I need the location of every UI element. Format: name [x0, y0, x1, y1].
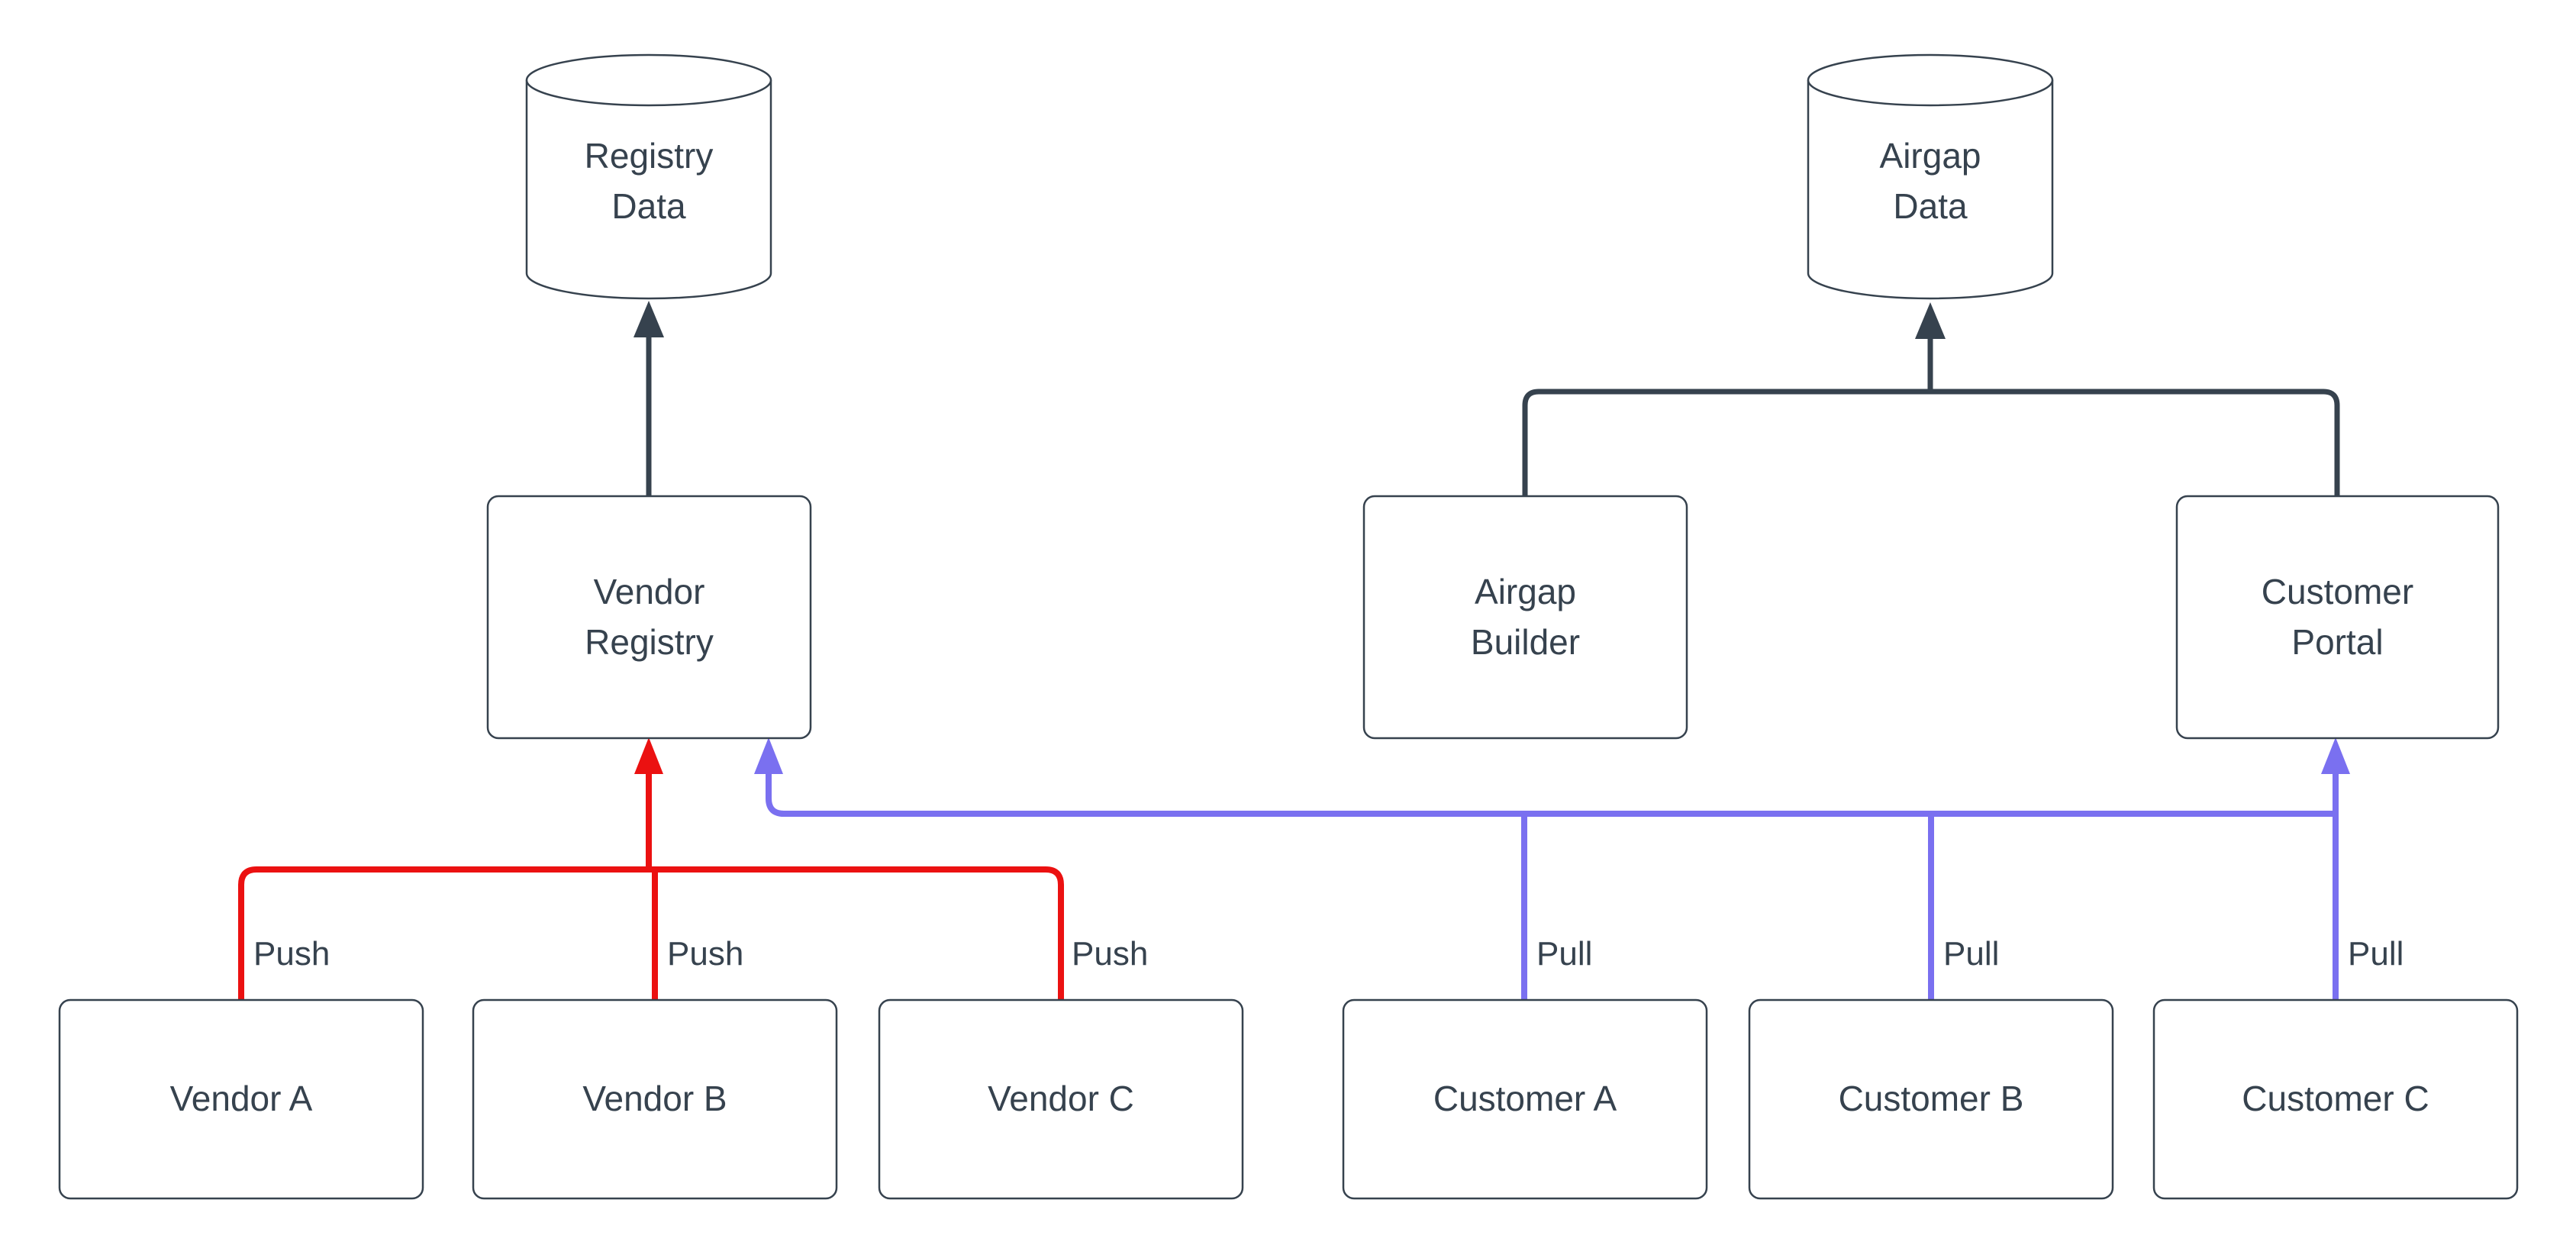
label-customer-c: Customer C [2154, 1000, 2517, 1198]
label-customer-c-text: Customer C [2242, 1079, 2429, 1119]
label-airgap-data: Airgap Data [1808, 99, 2052, 263]
label-vendor-registry-line2: Registry [585, 621, 714, 662]
edge-label-pull-customer-a: Pull [1536, 935, 1593, 973]
arrowhead-pull-into-customer-portal [2321, 737, 2350, 774]
node-vendor-c-box [878, 998, 1244, 1200]
label-vendor-a: Vendor A [60, 1000, 423, 1198]
label-vendor-a-text: Vendor A [169, 1079, 313, 1119]
node-vendor-b-box [472, 998, 838, 1200]
label-customer-portal-line1: Customer [2261, 572, 2414, 612]
arrowhead-into-registry-data [634, 301, 664, 337]
edge-label-push-vendor-b: Push [667, 935, 744, 973]
edge-label-pull-customer-b: Pull [1943, 935, 2000, 973]
label-vendor-b-text: Vendor B [582, 1079, 727, 1119]
label-vendor-registry-line1: Vendor [593, 572, 705, 612]
label-customer-portal-line2: Portal [2291, 621, 2384, 662]
node-customer-a-box [1342, 998, 1708, 1200]
cylinder-airgap-data-body [1807, 80, 2054, 300]
label-customer-a: Customer A [1343, 1000, 1707, 1198]
label-vendor-registry: Vendor Registry [488, 496, 811, 738]
edge-builder-portal-bus [1522, 389, 2340, 496]
label-customer-portal: Customer Portal [2177, 496, 2498, 738]
edge-push-bus [238, 866, 1064, 1000]
node-vendor-a-box [58, 998, 424, 1200]
cylinder-registry-data-body [525, 80, 772, 300]
label-airgap-builder-line2: Builder [1470, 621, 1581, 662]
edge-label-pull-customer-c: Pull [2348, 935, 2404, 973]
edge-label-push-vendor-c: Push [1072, 935, 1149, 973]
label-customer-b-text: Customer B [1838, 1079, 2024, 1119]
label-customer-a-text: Customer A [1433, 1079, 1617, 1119]
label-vendor-c-text: Vendor C [988, 1079, 1134, 1119]
node-customer-c-box [2152, 998, 2519, 1200]
arrowhead-pull-into-vendor-registry [754, 737, 783, 774]
node-customer-b-box [1748, 998, 2114, 1200]
node-vendor-registry-box [486, 495, 812, 740]
node-customer-portal-box [2175, 495, 2500, 740]
label-registry-data: Registry Data [527, 99, 771, 263]
label-registry-data-line1: Registry [584, 136, 714, 176]
edge-label-push-vendor-a: Push [253, 935, 330, 973]
label-customer-b: Customer B [1749, 1000, 2113, 1198]
arrowhead-into-airgap-data [1915, 302, 1946, 339]
node-airgap-builder-box [1362, 495, 1688, 740]
label-vendor-c: Vendor C [879, 1000, 1243, 1198]
label-registry-data-line2: Data [611, 185, 686, 226]
label-airgap-builder-line1: Airgap [1475, 572, 1576, 612]
label-airgap-builder: Airgap Builder [1364, 496, 1687, 738]
label-vendor-b: Vendor B [473, 1000, 837, 1198]
arrowhead-push-into-vendor-registry [634, 737, 663, 774]
cylinder-registry-data-top [525, 53, 772, 107]
label-airgap-data-line1: Airgap [1879, 136, 1981, 176]
edge-pull-bus [766, 771, 2336, 817]
label-airgap-data-line2: Data [1893, 185, 1968, 226]
cylinder-airgap-data-top [1807, 53, 2054, 107]
